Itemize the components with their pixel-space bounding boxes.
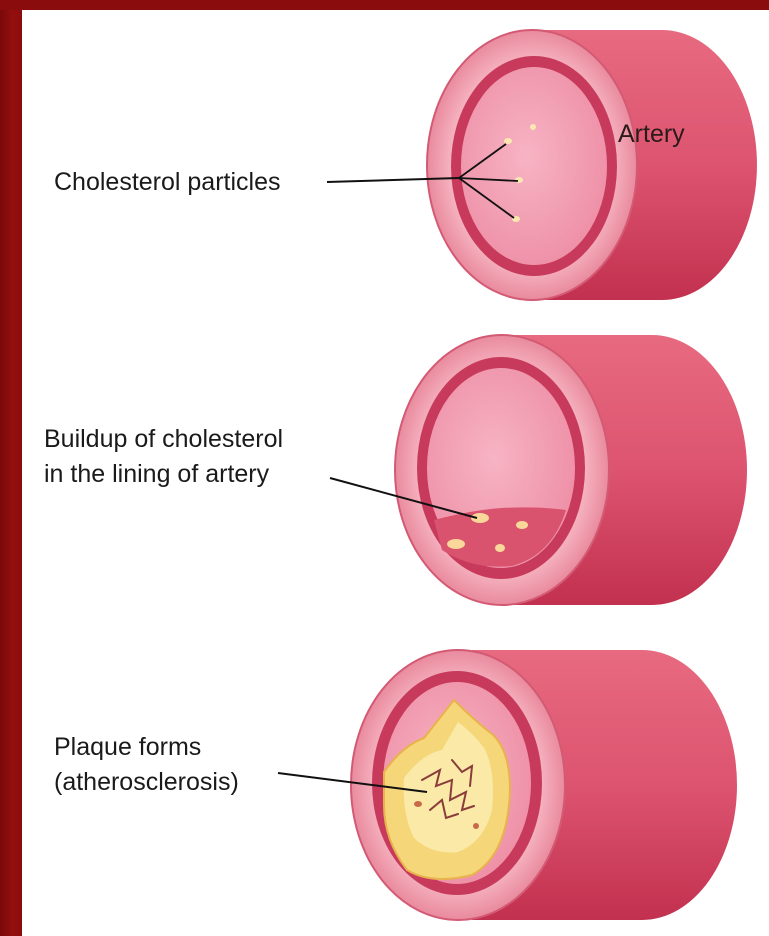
artery-stage-2: Buildup of cholesterol in the lining of … bbox=[44, 335, 747, 605]
cholesterol-deposit bbox=[447, 539, 465, 549]
slide-frame-left bbox=[0, 0, 22, 936]
label-buildup-line1: Buildup of cholesterol bbox=[44, 425, 283, 453]
label-plaque-line2: (atherosclerosis) bbox=[54, 768, 239, 796]
cholesterol-particle bbox=[515, 177, 523, 183]
diagram-canvas: Cholesterol particles Artery Buildup of … bbox=[22, 10, 769, 936]
plaque-spot bbox=[473, 823, 479, 829]
cholesterol-deposit bbox=[516, 521, 528, 529]
artery-diagram: Cholesterol particles Artery Buildup of … bbox=[22, 10, 769, 936]
label-artery: Artery bbox=[618, 120, 685, 148]
cholesterol-deposit bbox=[495, 544, 505, 552]
artery-stage-1: Cholesterol particles Artery bbox=[54, 30, 757, 300]
label-buildup-line2: in the lining of artery bbox=[44, 460, 270, 488]
label-plaque-line1: Plaque forms bbox=[54, 733, 201, 761]
slide-frame-top bbox=[0, 0, 769, 10]
label-cholesterol-particles: Cholesterol particles bbox=[54, 168, 281, 196]
cholesterol-particle bbox=[530, 124, 536, 130]
artery-stage-3: Plaque forms (atherosclerosis) bbox=[54, 650, 737, 920]
plaque-spot bbox=[414, 801, 422, 807]
cholesterol-particle bbox=[504, 138, 512, 144]
artery-1-lumen bbox=[461, 67, 607, 265]
